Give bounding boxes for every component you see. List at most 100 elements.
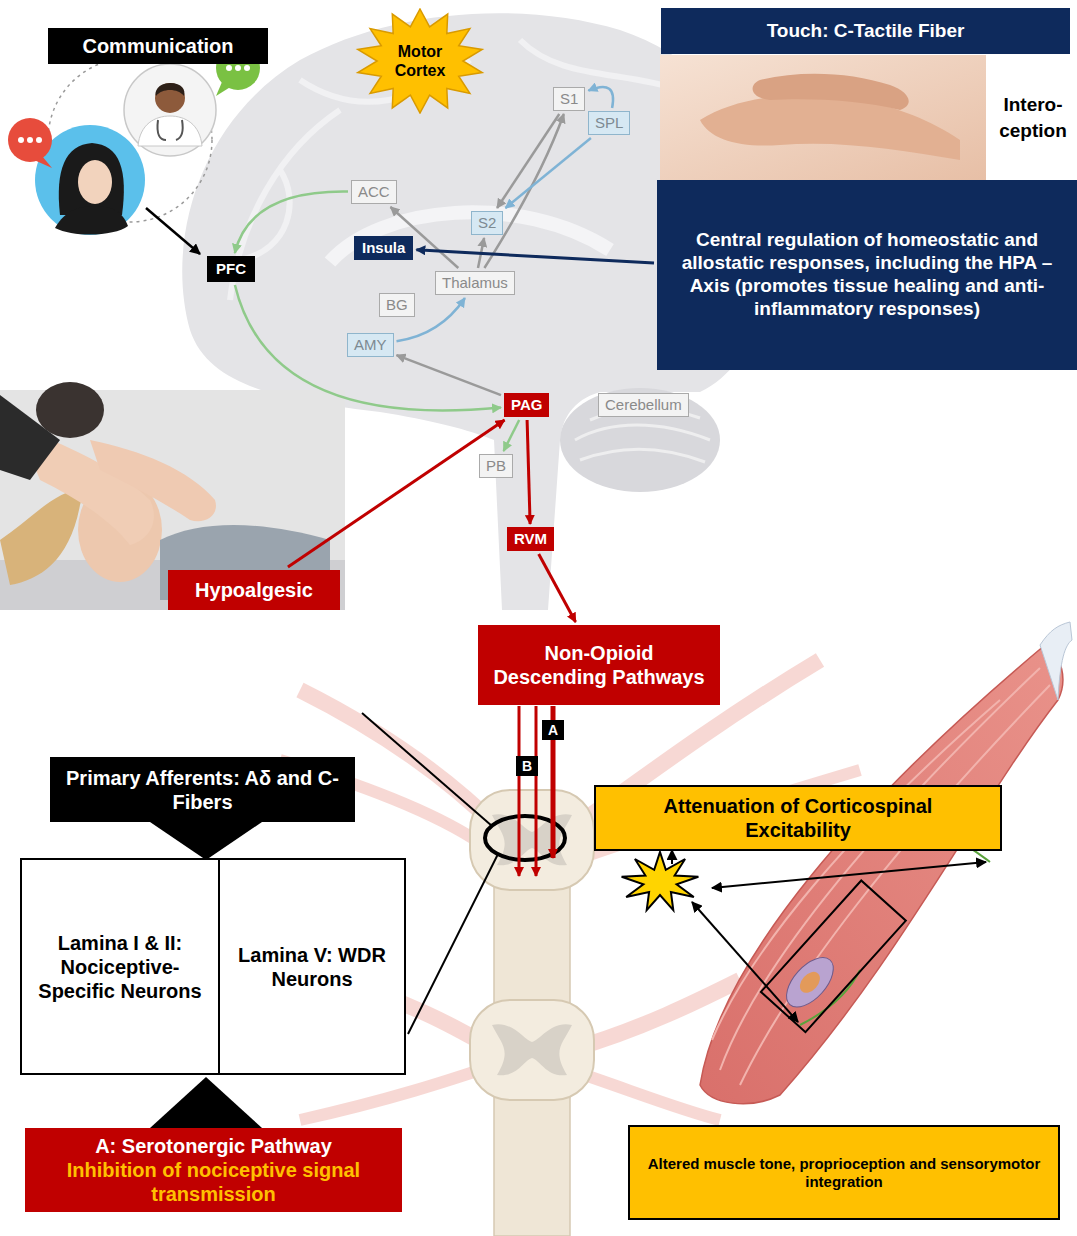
brain-illustration xyxy=(330,212,610,262)
brain-region-label: Insula xyxy=(354,236,413,260)
communication-icons xyxy=(36,137,42,143)
spinal-cord xyxy=(408,854,498,1034)
communication-icons xyxy=(8,118,52,162)
node-text: SPL xyxy=(595,114,623,132)
manual-therapy-photo xyxy=(90,440,216,521)
node-text: BG xyxy=(386,296,408,314)
pathway-box: A: Serotonergic PathwayInhibition of noc… xyxy=(25,1128,402,1212)
manual-therapy-photo xyxy=(0,395,60,480)
node-text: Cerebellum xyxy=(605,396,682,414)
excitability-starburst xyxy=(712,862,986,888)
node-text: S2 xyxy=(478,214,496,232)
communication-icons xyxy=(55,206,128,235)
communication-icons xyxy=(216,82,232,96)
communication-icons xyxy=(27,137,33,143)
node-text: PAG xyxy=(511,396,542,414)
node-text: Attenuation of Corticospinal Excitabilit… xyxy=(608,794,988,842)
process-box: Central regulation of homeostatic and al… xyxy=(657,180,1077,370)
spinal-cord xyxy=(492,1024,572,1075)
connector xyxy=(506,138,591,208)
spinal-cord xyxy=(470,1000,594,1100)
communication-icons xyxy=(138,116,202,146)
effect-box: Attenuation of Corticospinal Excitabilit… xyxy=(594,785,1002,851)
excitability-starburst xyxy=(622,850,986,1022)
muscle-illustration xyxy=(761,880,906,1032)
communication-icons xyxy=(34,156,52,168)
brain-region-label: PAG xyxy=(504,393,549,417)
brain-region-label: PFC xyxy=(207,256,255,282)
node-text: Central regulation of homeostatic and al… xyxy=(671,229,1063,320)
connector xyxy=(588,87,613,108)
node-text: RVM xyxy=(514,530,547,548)
communication-icons xyxy=(124,64,216,156)
excitability-starburst xyxy=(671,850,673,864)
communication-icons xyxy=(226,65,232,71)
touch-photo xyxy=(700,95,960,160)
muscle-fibers-background xyxy=(570,1070,720,1120)
touch-photo xyxy=(753,74,909,110)
muscle-illustration xyxy=(1040,622,1072,700)
communication-icons xyxy=(78,160,112,204)
brain-region-label: PB xyxy=(479,454,513,478)
brain-illustration xyxy=(560,388,720,492)
process-box: Non-Opioid Descending Pathways xyxy=(478,625,720,705)
descending-pathway-lines xyxy=(518,706,521,876)
excitability-starburst xyxy=(692,902,798,1022)
banner-box: Touch: C-Tactile Fiber xyxy=(661,8,1070,54)
communication-icons xyxy=(8,46,260,254)
header-box: Primary Afferents: Aδ and C-Fibers xyxy=(50,757,355,822)
node-text: Altered muscle tone, proprioception and … xyxy=(644,1155,1044,1191)
manual-therapy-photo xyxy=(0,488,85,585)
annotation-text: Intero- ception xyxy=(993,92,1073,143)
node-text: Lamina I & II: Nociceptive-Specific Neur… xyxy=(32,931,208,1003)
node-text: ACC xyxy=(358,183,390,201)
communication-icons xyxy=(235,65,241,71)
connector xyxy=(397,355,502,395)
connector xyxy=(235,192,348,253)
communication-icons xyxy=(155,83,185,113)
table-cell: Lamina I & II: Nociceptive-Specific Neur… xyxy=(20,858,220,1075)
communication-icons xyxy=(157,120,182,140)
node-text: Hypoalgesic xyxy=(195,578,313,602)
spinal-cord xyxy=(470,1000,594,1100)
connector xyxy=(539,554,576,622)
node-text: Non-Opioid Descending Pathways xyxy=(488,641,710,689)
connector xyxy=(497,114,559,208)
node-text: Motor Cortex xyxy=(383,42,457,80)
brain-region-label: BG xyxy=(379,293,415,317)
node-text: Touch: C-Tactile Fiber xyxy=(767,20,965,43)
header-box: Communication xyxy=(48,28,268,64)
node-text: S1 xyxy=(560,90,578,108)
brain-region-label: S1 xyxy=(553,87,585,111)
manual-therapy-photo xyxy=(0,382,345,610)
muscle-illustration xyxy=(712,668,1050,1085)
touch-photo xyxy=(660,55,986,180)
effect-box: Altered muscle tone, proprioception and … xyxy=(628,1125,1060,1220)
brain-region-label: RVM xyxy=(507,527,554,551)
starburst-label: Motor Cortex xyxy=(355,8,485,114)
brain-region-label: S2 xyxy=(471,211,503,235)
node-text: Communication xyxy=(82,34,233,58)
connector xyxy=(504,420,520,451)
spinal-cord xyxy=(362,713,492,826)
brain-region-label: ACC xyxy=(351,180,397,204)
muscle-illustration xyxy=(796,968,824,997)
connector xyxy=(527,420,530,524)
communication-arrow xyxy=(146,208,200,254)
brain-region-label: Thalamus xyxy=(435,271,515,295)
manual-therapy-photo xyxy=(36,382,104,438)
starburst-shape xyxy=(355,8,485,114)
callout-letter: A xyxy=(542,720,564,740)
callout-letter: B xyxy=(516,756,538,776)
excitability-starburst xyxy=(622,852,699,910)
starburst-shape xyxy=(358,9,482,113)
descending-pathway-lines xyxy=(535,706,538,876)
connector xyxy=(416,250,654,263)
touch-photo xyxy=(660,55,986,180)
brain-region-label: AMY xyxy=(347,333,394,357)
node-text: AMY xyxy=(354,336,387,354)
muscle-illustration xyxy=(778,949,842,1015)
node-text: Inhibition of nociceptive signal transmi… xyxy=(35,1158,392,1206)
